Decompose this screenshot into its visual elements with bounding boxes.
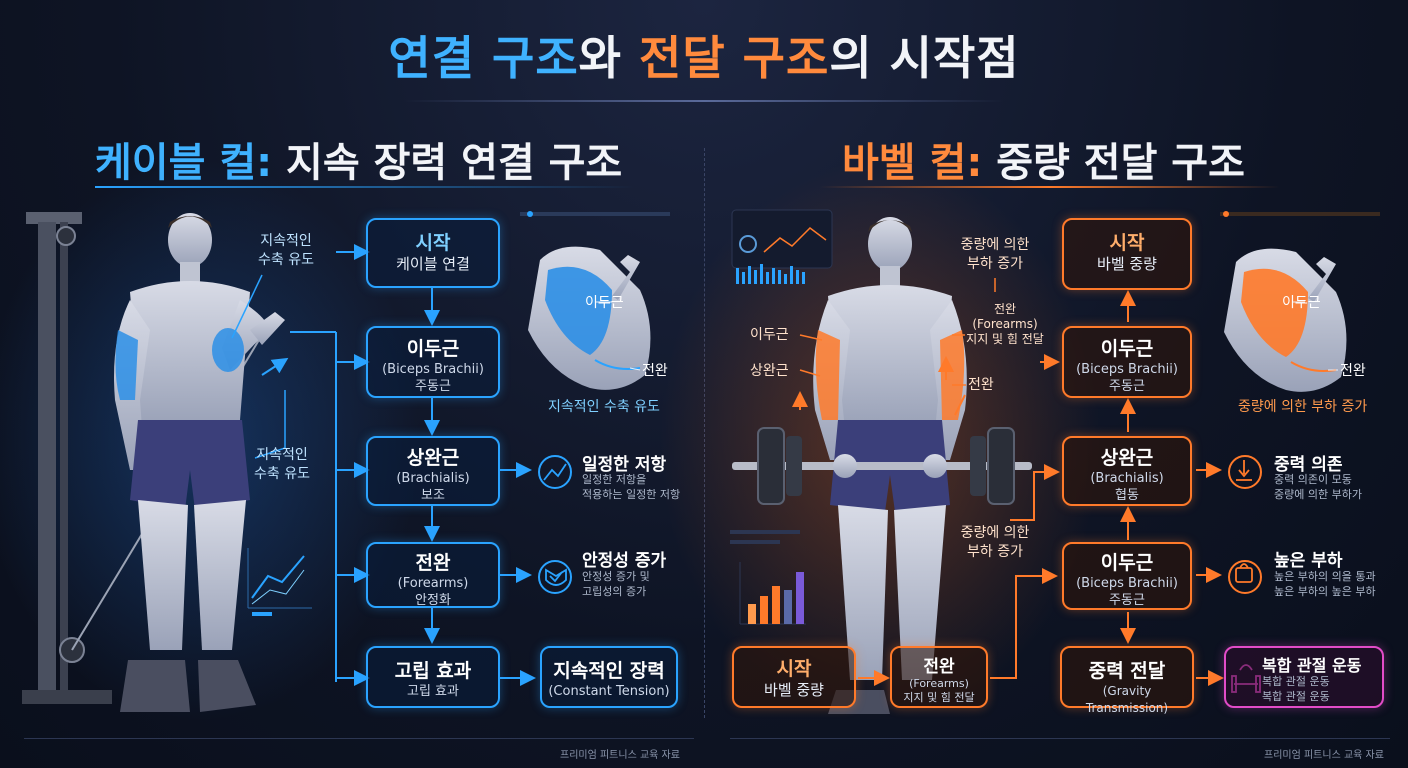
left-title-underline xyxy=(95,186,635,188)
left-label-contraction-mid: 지속적인 수축 유도 xyxy=(254,447,310,482)
right-footer-line xyxy=(730,738,1390,739)
left-flow-isolation: 고립 효과 고립 효과 xyxy=(366,646,500,708)
right-forearm-box: 전완 (Forearms) 지지 및 힘 전달 xyxy=(890,646,988,708)
left-end-constant-tension: 지속적인 장력 (Constant Tension) xyxy=(540,646,678,708)
left-side-title-2: 안정성 증가 xyxy=(582,551,667,571)
right-side-desc-1: 중력 의존이 모동 중량에 의한 부하가 xyxy=(1274,473,1362,501)
left-mini-chart xyxy=(247,548,312,616)
right-label-load-bottom: 중량에 의한 부하 증가 xyxy=(960,525,1030,560)
right-flow-start: 시작 바벨 중량 xyxy=(1062,218,1192,290)
right-flow-connectors xyxy=(858,290,1224,686)
left-flow-start: 시작 케이블 연결 xyxy=(366,218,500,288)
right-athlete-illustration xyxy=(813,217,967,714)
right-flow-biceps-2: 이두근 (Biceps Brachii) 주동근 xyxy=(1062,542,1192,610)
left-flow-forearms: 전완 (Forearms) 안정화 xyxy=(366,542,500,608)
left-flow-connectors xyxy=(290,244,536,686)
right-callouts xyxy=(792,278,996,416)
right-side-title-2: 높은 부하 xyxy=(1274,551,1343,571)
weight-icon xyxy=(1228,560,1262,594)
left-footer-line xyxy=(24,738,694,739)
left-side-title-1: 일정한 저항 xyxy=(582,455,667,475)
right-mini-chart xyxy=(730,530,806,625)
left-label-contraction-top: 지속적인 수축 유도 xyxy=(258,233,314,268)
right-compound-box xyxy=(1224,646,1384,708)
left-flow-biceps: 이두근 (Biceps Brachii) 주동근 xyxy=(366,326,500,398)
right-label-brachialis: 상완근 xyxy=(750,363,789,379)
gravity-down-icon xyxy=(1228,455,1262,489)
shield-check-icon xyxy=(538,560,572,594)
callout-line-mid xyxy=(254,390,286,459)
right-dashboard-deco xyxy=(731,209,1380,284)
right-start-barbell: 시작 바벨 중량 xyxy=(732,646,856,708)
left-arm-label-forearm: 전완 xyxy=(642,363,668,379)
right-arm-label-biceps: 이두근 xyxy=(1282,295,1321,311)
left-side-desc-1: 일정한 저항을 적용하는 일정한 저항 xyxy=(582,473,681,501)
cable-machine-illustration xyxy=(22,212,266,704)
dumbbell-icon xyxy=(1232,662,1260,690)
right-arm-label-forearm: 전완 xyxy=(1340,363,1366,379)
right-label-biceps: 이두근 xyxy=(750,327,789,343)
left-athlete-illustration xyxy=(114,213,285,712)
right-label-forearm-grip: 전완 (Forearms) 지지 및 힘 전달 xyxy=(966,302,1044,346)
right-flow-biceps-1: 이두근 (Biceps Brachii) 주동근 xyxy=(1062,326,1192,398)
right-side-title-1: 중력 의존 xyxy=(1274,455,1343,475)
contraction-arrow xyxy=(261,357,289,376)
left-footer: 프리미엄 피트니스 교육 자료 xyxy=(560,750,680,761)
right-section-title: 바벨 컬: 중량 전달 구조 xyxy=(842,140,1245,186)
right-label-forearm: 전완 xyxy=(968,377,994,393)
right-footer: 프리미엄 피트니스 교육 자료 xyxy=(1264,750,1384,761)
right-flow-gravity: 중력 전달 (Gravity Transmission) xyxy=(1060,646,1194,715)
right-side-desc-2: 높은 부하의 의을 통과 높은 부하의 높은 부하 xyxy=(1274,570,1376,598)
right-label-load-top: 중량에 의한 부하 증가 xyxy=(960,237,1030,272)
right-arm-illustration xyxy=(1224,248,1347,392)
right-side-title-3: 복합 관절 운동 xyxy=(1262,656,1362,675)
barbell-illustration xyxy=(732,427,1032,505)
right-flow-brachialis: 상완근 (Brachialis) 협동 xyxy=(1062,436,1192,506)
right-side-desc-3: 복합 관절 운동 복합 관절 운동 xyxy=(1262,675,1330,703)
left-arm-caption: 지속적인 수축 유도 xyxy=(548,399,660,415)
chart-icon xyxy=(538,455,572,489)
right-title-underline xyxy=(820,186,1280,188)
left-side-desc-2: 안정성 증가 및 고립성의 증가 xyxy=(582,570,650,598)
right-arm-caption: 중량에 의한 부하 증가 xyxy=(1238,399,1368,415)
left-flow-brachialis: 상완근 (Brachialis) 보조 xyxy=(366,436,500,506)
title-underline xyxy=(404,100,1004,102)
left-arm-illustration xyxy=(520,211,670,390)
left-arm-label-biceps: 이두근 xyxy=(585,295,624,311)
callout-line-top xyxy=(231,274,263,339)
page-title: 연결 구조와 전달 구조의 시작점 xyxy=(388,31,1020,85)
